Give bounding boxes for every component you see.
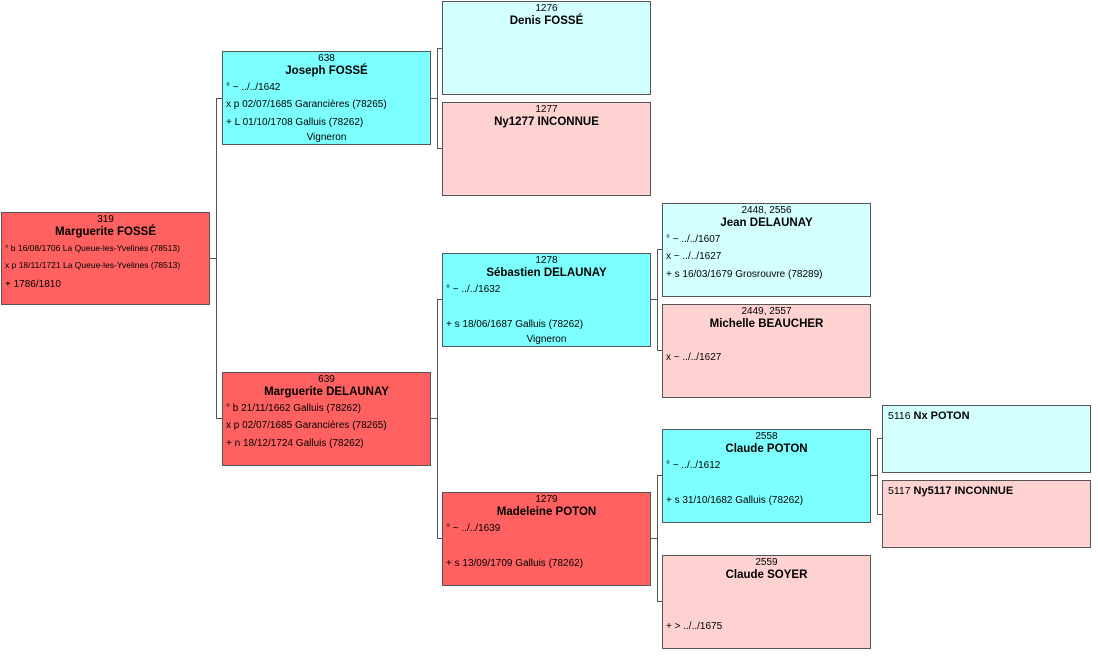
sosa-number: 1276 [535,3,558,14]
connector [870,475,877,476]
connector [216,418,223,419]
person-header: 5116 Nx POTON [883,406,1090,423]
death-info: + > ../../1675 [666,621,723,632]
person-card-5116[interactable]: 5116 Nx POTON [882,405,1091,473]
person-card-1277[interactable]: 1277 Ny1277 INCONNUE [442,102,651,196]
marriage-info: x ~ ../../1627 [666,352,722,363]
death-info: + L 01/10/1708 Galluis (78262) [226,117,364,128]
connector [657,601,663,602]
person-name: Marguerite DELAUNAY [264,386,389,398]
connector [216,98,217,419]
marriage-info: x p 02/07/1685 Garancières (78265) [226,99,387,110]
connector [657,475,658,602]
death-info: + s 16/03/1679 Grosrouvre (78289) [666,269,823,280]
birth-info: ° ~ ../../1612 [666,460,721,471]
birth-info: ° b 16/08/1706 La Queue-les-Yvelines (78… [5,243,180,253]
connector [430,98,437,99]
person-card-638[interactable]: 638 Joseph FOSSÉ ° ~ ../../1642 x p 02/0… [222,51,431,145]
connector [877,438,883,439]
connector [430,418,437,419]
sosa-number: 2558 [755,431,778,442]
person-name: Nx POTON [913,410,970,422]
birth-info: ° ~ ../../1632 [446,284,501,295]
birth-info: ° ~ ../../1639 [446,523,501,534]
connector [877,438,878,515]
birth-info: ° ~ ../../1642 [226,82,281,93]
sosa-number: 639 [318,374,335,385]
sosa-number: 5116 [888,410,911,422]
connector [216,98,223,99]
sosa-number: 319 [97,214,114,225]
connector [437,299,443,300]
connector [650,538,657,539]
person-card-5117[interactable]: 5117 Ny5117 INCONNUE [882,480,1091,548]
person-name: Ny5117 INCONNUE [913,485,1014,497]
connector [437,148,443,149]
person-card-2559[interactable]: 2559 Claude SOYER + > ../../1675 [662,555,871,649]
death-info: + 1786/1810 [5,279,61,290]
death-info: + s 31/10/1682 Galluis (78262) [666,495,804,506]
connector [209,258,216,259]
person-card-1276[interactable]: 1276 Denis FOSSÉ [442,1,651,95]
birth-info: ° b 21/11/1662 Galluis (78262) [226,403,362,414]
connector [650,299,657,300]
birth-info: ° ~ ../../1607 [666,234,721,245]
person-name: Claude POTON [725,443,808,455]
sosa-number: 2559 [755,557,778,568]
connector [437,48,443,49]
person-card-319[interactable]: 319 Marguerite FOSSÉ ° b 16/08/1706 La Q… [1,212,210,305]
person-name: Claude SOYER [725,569,808,581]
occupation: Vigneron [306,132,347,143]
connector [657,350,663,351]
connector [657,249,663,250]
person-card-2556[interactable]: 2448, 2556 Jean DELAUNAY ° ~ ../../1607 … [662,203,871,297]
person-name: Madeleine POTON [496,506,597,518]
person-card-2557[interactable]: 2449, 2557 Michelle BEAUCHER x ~ ../../1… [662,304,871,398]
death-info: + n 18/12/1724 Galluis (78262) [226,438,364,449]
death-info: + s 13/09/1709 Galluis (78262) [446,558,584,569]
person-name: Ny1277 INCONNUE [494,116,599,128]
sosa-number: 1277 [535,104,558,115]
sosa-number: 5117 [888,485,911,497]
person-name: Marguerite FOSSÉ [55,226,156,238]
connector [657,475,663,476]
sosa-number: 2448, 2556 [741,205,792,216]
sosa-number: 2449, 2557 [741,306,792,317]
marriage-info: x p 02/07/1685 Garancières (78265) [226,420,387,431]
connector [437,538,443,539]
person-name: Joseph FOSSÉ [285,65,368,77]
person-card-639[interactable]: 639 Marguerite DELAUNAY ° b 21/11/1662 G… [222,372,431,466]
person-name: Sébastien DELAUNAY [486,267,607,279]
person-card-1279[interactable]: 1279 Madeleine POTON ° ~ ../../1639 + s … [442,492,651,586]
person-header: 5117 Ny5117 INCONNUE [883,481,1090,498]
connector [437,299,438,539]
sosa-number: 1279 [535,494,558,505]
person-name: Jean DELAUNAY [720,217,813,229]
connector [877,514,883,515]
person-card-2558[interactable]: 2558 Claude POTON ° ~ ../../1612 + s 31/… [662,429,871,523]
person-name: Michelle BEAUCHER [709,318,824,330]
death-info: + s 18/06/1687 Galluis (78262) [446,319,584,330]
sosa-number: 1278 [535,255,558,266]
marriage-info: x p 18/11/1721 La Queue-les-Yvelines (78… [5,260,181,270]
occupation: Vigneron [526,334,567,345]
person-name: Denis FOSSÉ [509,15,584,27]
connector [437,48,438,149]
sosa-number: 638 [318,53,335,64]
person-card-1278[interactable]: 1278 Sébastien DELAUNAY ° ~ ../../1632 +… [442,253,651,347]
marriage-info: x ~ ../../1627 [666,251,722,262]
connector [657,249,658,351]
